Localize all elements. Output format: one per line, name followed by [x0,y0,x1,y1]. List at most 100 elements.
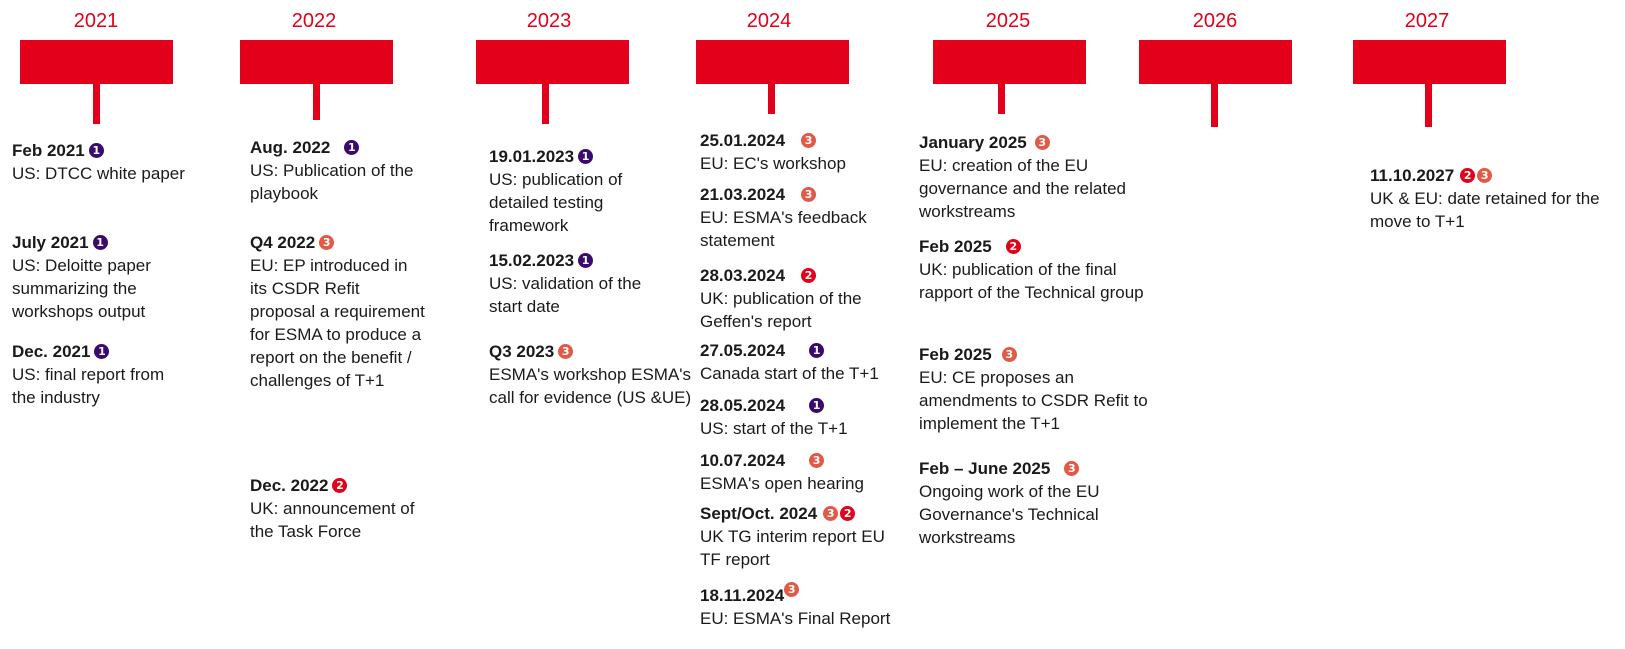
event-text: EU: EC's workshop [700,154,846,173]
category-1-badge-icon: 1 [809,343,825,358]
category-3-badge-icon: 3 [1064,461,1080,476]
event-date: Feb – June 2025 [919,459,1051,478]
event-date: 28.05.2024 [700,396,786,415]
event-text: UK TG interim report EU TF report [700,527,885,569]
category-3-badge-icon: 3 [784,582,800,597]
event-text: Ongoing work of the EU Governance's Tech… [919,482,1100,547]
year-label-2024: 2024 [746,10,792,32]
event-date: July 2021 [12,233,89,252]
timeline-bar-2022 [240,40,393,84]
event-date: 27.05.2024 [700,341,786,360]
event-text: UK & EU: date retained for the move to T… [1370,189,1600,231]
category-3-badge-icon: 3 [1001,347,1017,362]
category-3-badge-icon: 3 [1034,135,1050,150]
timeline-bar-2021 [20,40,173,84]
year-label-2027: 2027 [1404,10,1450,32]
category-3-badge-icon: 3 [809,453,825,468]
category-3-badge-icon: 3 [801,187,817,202]
category-1-badge-icon: 1 [92,235,108,250]
event-date: 10.07.2024 [700,451,786,470]
timeline-bar-2025 [933,40,1086,84]
event-date: January 2025 [919,133,1027,152]
category-3-badge-icon: 3 [823,506,839,521]
event-2025-1: January 2025 3 EU: creation of the EU gov… [919,131,1164,223]
category-3-badge-icon: 3 [1477,168,1493,183]
event-text: EU: CE proposes an amendments to CSDR Re… [919,368,1148,433]
category-2-badge-icon: 2 [332,478,348,493]
event-text: US: validation of the start date [489,274,642,316]
event-text: US: start of the T+1 [700,419,848,438]
timeline-stem-2024 [768,84,775,114]
event-date: 25.01.2024 [700,131,786,150]
event-date: 28.03.2024 [700,266,786,285]
event-date: Dec. 2022 [250,476,329,495]
event-date: Feb 2025 [919,237,992,256]
category-1-badge-icon: 1 [88,143,104,158]
year-label-2026: 2026 [1192,10,1238,32]
event-date: 15.02.2023 [489,251,575,270]
event-text: EU: EP introduced in its CSDR Refit prop… [250,256,425,390]
category-1-badge-icon: 1 [94,344,110,359]
year-label-2021: 2021 [73,10,119,32]
timeline-bar-2023 [476,40,629,84]
event-date: 18.11.2024 [700,586,785,605]
event-2025-4: Feb – June 2025 3 Ongoing work of the EU … [919,457,1159,549]
timeline-bar-2026 [1139,40,1292,84]
event-date: 11.10.2027 [1370,166,1455,185]
event-2024-1: 25.01.2024 3 EU: EC's workshop [700,129,910,175]
category-3-badge-icon: 3 [801,133,817,148]
timeline-bar-2024 [696,40,849,84]
event-text: EU: creation of the EU governance and th… [919,156,1126,221]
event-2024-2: 21.03.2024 3 EU: ESMA's feedback statemen… [700,183,900,252]
event-text: US: publication of detailed testing fram… [489,170,623,235]
event-text: ESMA's workshop ESMA's call for evidence… [489,365,692,407]
event-text: UK: publication of the final rapport of … [919,260,1144,302]
event-date: Q4 2022 [250,233,316,252]
timeline-bar-2027 [1353,40,1506,84]
event-date: 21.03.2024 [700,185,786,204]
event-text: UK: announcement of the Task Force [250,499,415,541]
timeline-stem-2027 [1425,84,1432,127]
timeline-stem-2021 [93,84,100,124]
timeline-stem-2023 [542,84,549,124]
event-text: EU: ESMA's Final Report [700,609,891,628]
event-text: US: Publication of the playbook [250,161,414,203]
year-label-2022: 2022 [291,10,337,32]
event-2024-6: 10.07.2024 3 ESMA's open hearing [700,449,910,495]
event-text: ESMA's open hearing [700,474,864,493]
category-2-badge-icon: 2 [840,506,856,521]
event-text: US: Deloitte paper summarizing the works… [12,256,151,321]
event-date: Feb 2025 [919,345,992,364]
event-2025-2: Feb 2025 2 UK: publication of the final r… [919,235,1159,304]
category-2-badge-icon: 2 [1460,168,1476,183]
year-label-2025: 2025 [985,10,1031,32]
event-date: Dec. 2021 [12,342,91,361]
category-2-badge-icon: 2 [1005,239,1021,254]
event-date: Feb 2021 [12,141,85,160]
event-text: EU: ESMA's feedback statement [700,208,867,250]
event-date: Aug. 2022 [250,138,331,157]
timeline-stem-2026 [1211,84,1218,127]
timeline-stem-2022 [313,84,320,120]
event-date: Sept/Oct. 2024 [700,504,818,523]
event-2025-3: Feb 2025 3 EU: CE proposes an amendments … [919,343,1159,435]
event-date: Q3 2023 [489,342,555,361]
category-1-badge-icon: 1 [578,253,594,268]
event-date: 19.01.2023 [489,147,575,166]
category-3-badge-icon: 3 [319,235,335,250]
